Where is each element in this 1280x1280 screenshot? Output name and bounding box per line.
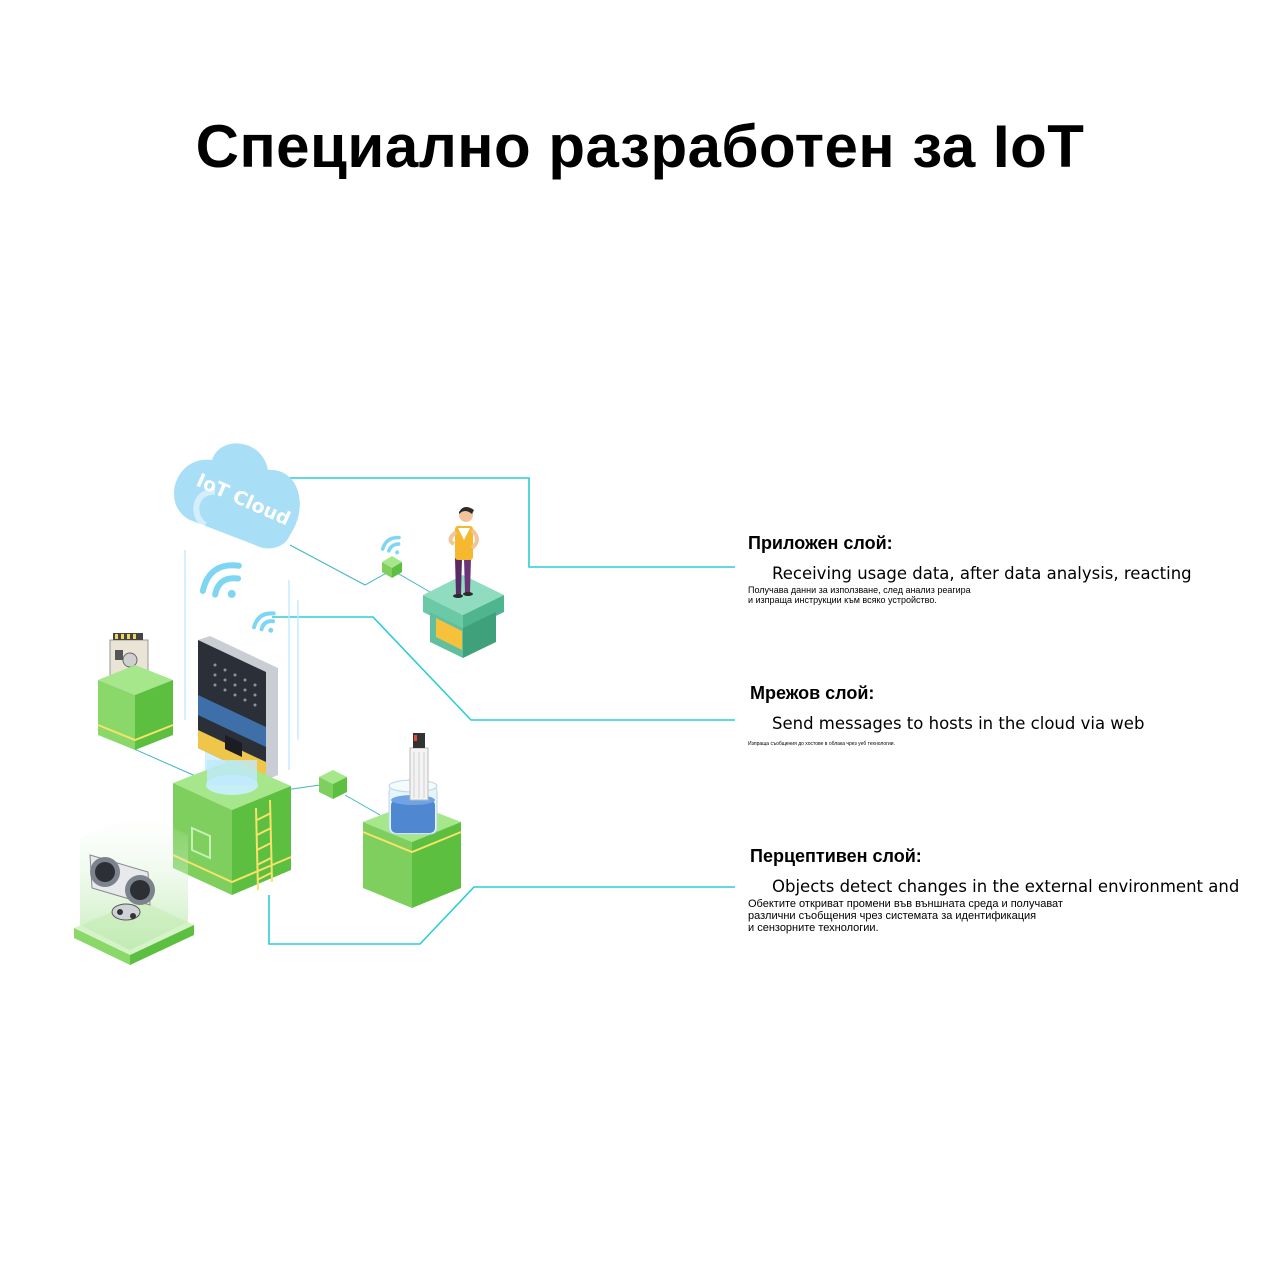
application-pedestal xyxy=(423,575,504,658)
sensor-cube xyxy=(97,665,174,750)
perception-layer-bulgarian: Обектите откриват промени във външната с… xyxy=(748,898,1063,934)
cloud-icon: IoT Cloud xyxy=(174,443,300,549)
network-layer-english: Send messages to hosts in the cloud via … xyxy=(772,714,1145,733)
network-layer-heading: Мрежов слой: xyxy=(750,683,875,703)
light-rays xyxy=(184,550,299,770)
application-layer-heading: Приложен слой: xyxy=(748,533,893,553)
connector-network xyxy=(272,616,735,721)
main-cube xyxy=(172,760,292,895)
water-level-sensor-icon xyxy=(409,733,429,801)
network-layer-bulgarian: Изпраща съобщения до хостове в облака чр… xyxy=(748,741,895,747)
application-layer-bulgarian: Получава данни за използване, след анали… xyxy=(748,585,971,605)
wifi-icon xyxy=(252,611,276,633)
application-layer-english: Receiving usage data, after data analysi… xyxy=(772,564,1192,583)
microbit-board-icon xyxy=(198,636,278,780)
ladder-icon xyxy=(255,799,273,891)
connector-application xyxy=(262,477,735,568)
connector-perception xyxy=(268,886,735,945)
gateway-cube-icon xyxy=(382,556,402,578)
connector-lines xyxy=(262,477,735,945)
wifi-icon xyxy=(380,535,401,555)
person-icon xyxy=(448,506,479,598)
page-title: Специално разработен за IoT xyxy=(195,113,1085,180)
wifi-icon xyxy=(199,562,242,598)
perception-layer-heading: Перцептивен слой: xyxy=(750,846,922,866)
perception-layer-english: Objects detect changes in the external e… xyxy=(772,877,1240,896)
link-cube-icon xyxy=(319,770,347,799)
ultrasonic-sensor-icon xyxy=(89,854,155,921)
